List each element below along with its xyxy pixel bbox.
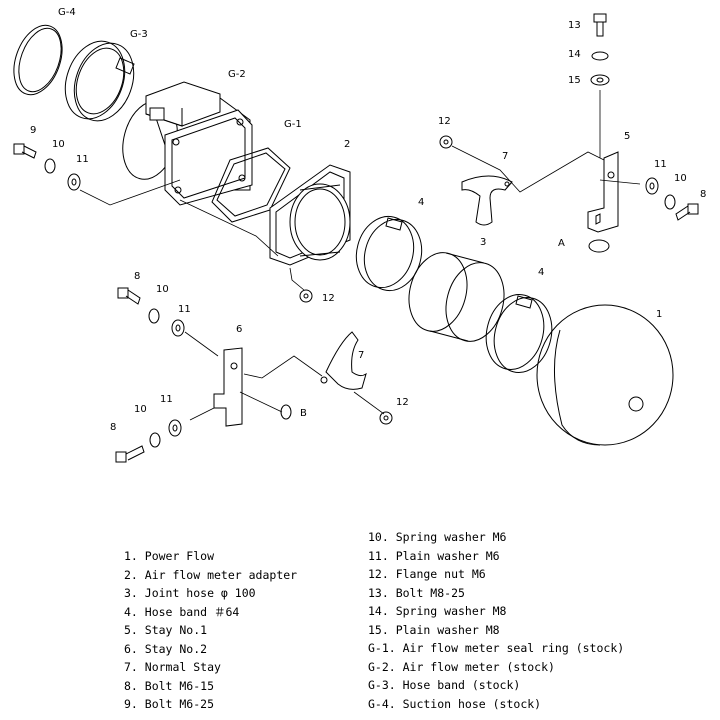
callout-3: 3 — [480, 237, 486, 248]
callout-11: 11 — [160, 394, 173, 405]
legend-item: G-1. Air flow meter seal ring (stock) — [368, 641, 625, 655]
legend-item: 5. Stay No.1 — [124, 623, 208, 637]
callout-g1: G-1 — [284, 119, 302, 130]
callout-b: B — [300, 408, 307, 419]
callout-a: A — [558, 238, 565, 249]
flange-nuts — [299, 135, 453, 425]
bolt-8-right — [675, 203, 699, 221]
callout-g3: G-3 — [130, 29, 148, 40]
legend-item: 10. Spring washer M6 — [368, 530, 507, 544]
legend-item: 7. Normal Stay — [124, 660, 221, 674]
callout-12: 12 — [322, 293, 335, 304]
plain-washers — [67, 74, 659, 437]
legend-item: 15. Plain washer M8 — [368, 622, 500, 637]
legend-item: G-4. Suction hose (stock) — [368, 696, 542, 711]
stay-no2 — [213, 347, 243, 427]
callout-g4: G-4 — [58, 7, 76, 18]
legend-item: 14. Spring washer M8 — [368, 604, 507, 618]
normal-stay-lower — [320, 331, 367, 390]
legend-item: G-3. Hose band (stock) — [368, 678, 521, 692]
bolt-8-upper-left — [117, 287, 141, 305]
legend-item: 11. Plain washer M6 — [368, 548, 500, 563]
legend-item: 6. Stay No.2 — [124, 641, 208, 656]
hose-band-lower — [485, 294, 553, 373]
callout-4: 4 — [418, 197, 424, 208]
callout-10: 10 — [134, 404, 147, 415]
air-flow-meter — [122, 81, 253, 206]
hose-band-upper — [355, 215, 423, 292]
legend-item: 1. Power Flow — [124, 549, 215, 563]
spring-washers — [44, 51, 676, 448]
bolt-13 — [593, 13, 607, 37]
stock-hose-band — [64, 40, 135, 122]
reference-point-b — [280, 404, 292, 420]
callout-4: 4 — [538, 267, 544, 278]
legend-item: 2. Air flow meter adapter — [124, 567, 298, 582]
callout-12: 12 — [438, 116, 451, 127]
callout-11: 11 — [76, 154, 89, 165]
parts-legend-right: 10. Spring washer M6 11. Plain washer M6… — [368, 528, 624, 713]
legend-item: 13. Bolt M8-25 — [368, 585, 465, 600]
legend-item: 8. Bolt M6-15 — [124, 678, 215, 693]
callout-6: 6 — [236, 324, 242, 335]
legend-item: 3. Joint hose φ 100 — [124, 586, 256, 600]
legend-item: 12. Flange nut M6 — [368, 567, 486, 581]
callout-labels: G-4 G-3 G-2 G-1 2 9 10 11 13 14 15 12 5 … — [30, 7, 706, 433]
stay-no1 — [587, 151, 619, 233]
callout-8: 8 — [110, 422, 116, 433]
bolt-9 — [13, 143, 37, 159]
callout-2: 2 — [344, 139, 350, 150]
legend-item: 9. Bolt M6-25 — [124, 697, 215, 711]
exploded-parts-diagram: G-4 G-3 G-2 G-1 2 9 10 11 13 14 15 12 5 … — [13, 7, 706, 463]
legend-item: 4. Hose band ＃64 — [124, 604, 240, 619]
reference-point-a — [588, 239, 610, 253]
air-flow-meter-adapter — [269, 164, 351, 266]
callout-14: 14 — [568, 49, 581, 60]
callout-5: 5 — [624, 131, 630, 142]
callout-11: 11 — [178, 304, 191, 315]
power-flow-filter — [536, 304, 674, 446]
callout-13: 13 — [568, 20, 581, 31]
legend-item: G-2. Air flow meter (stock) — [368, 659, 555, 674]
normal-stay-upper — [461, 175, 513, 226]
callout-8: 8 — [134, 271, 140, 282]
callout-7: 7 — [358, 350, 364, 361]
callout-1: 1 — [656, 309, 662, 320]
bolt-8-lower-left — [115, 445, 145, 463]
callout-8: 8 — [700, 189, 706, 200]
callout-g2: G-2 — [228, 69, 246, 80]
callout-7: 7 — [502, 151, 508, 162]
callout-12: 12 — [396, 397, 409, 408]
parts-legend-left: 1. Power Flow 2. Air flow meter adapter … — [124, 547, 297, 714]
callout-11: 11 — [654, 159, 667, 170]
callout-15: 15 — [568, 75, 581, 86]
callout-9: 9 — [30, 125, 36, 136]
callout-10: 10 — [156, 284, 169, 295]
suction-hose-ring — [13, 24, 63, 96]
joint-hose — [408, 252, 505, 342]
assembly-lines — [79, 90, 641, 421]
callout-10: 10 — [674, 173, 687, 184]
callout-10: 10 — [52, 139, 65, 150]
